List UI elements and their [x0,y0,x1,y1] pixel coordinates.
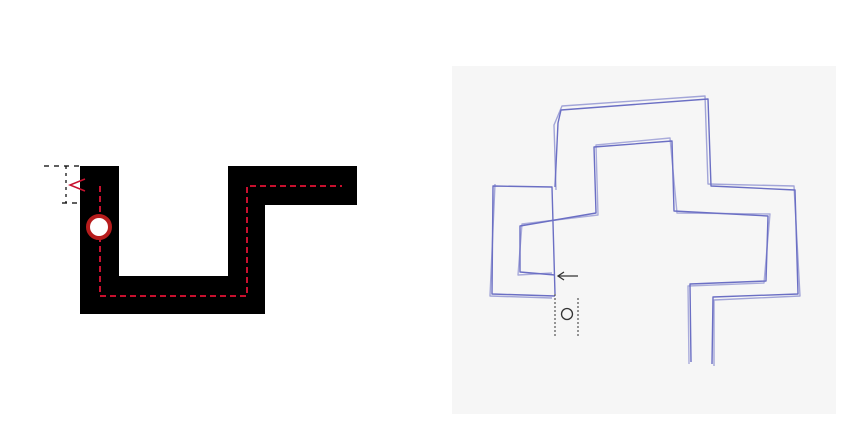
sketch-inner-wall [517,137,771,365]
start-circle-icon [560,307,574,321]
sketch-svg [452,66,836,414]
sketch-outer-wall [489,95,801,366]
direction-arrow-icon [556,271,578,281]
measurement-ticks [44,165,80,204]
digital-maze-svg [44,165,357,314]
maze-track [80,166,357,314]
paper-background [452,66,836,414]
direction-arrow-icon [67,178,86,192]
digital-maze-panel [0,0,430,427]
start-circle-icon [86,214,112,240]
sketch-panel [452,66,836,414]
route-line [99,185,342,297]
sketch-entrance [554,294,579,337]
